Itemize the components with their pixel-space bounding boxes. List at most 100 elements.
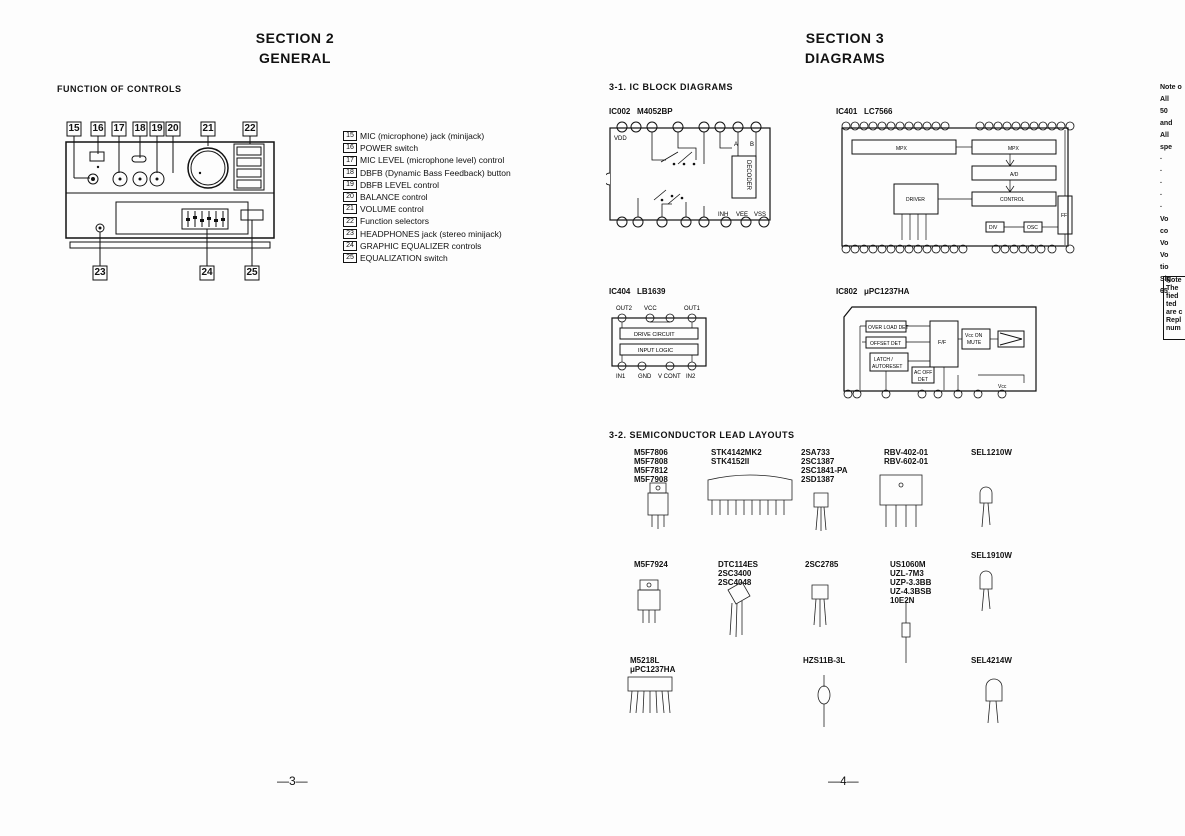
part-name: UZL-7M3	[890, 569, 924, 578]
note-bullet: ·	[1160, 204, 1163, 211]
note-bullet: and	[1160, 120, 1173, 127]
ic401-ff: FF	[1061, 213, 1067, 219]
ic404-out1: OUT1	[684, 306, 701, 312]
ic002-decoder: DECODER	[745, 160, 751, 191]
ic002-b: B	[750, 142, 754, 148]
callout-20: 20	[167, 123, 179, 134]
diode-icon	[901, 601, 911, 663]
legend-text: BALANCE control	[360, 192, 428, 203]
part-name: M5F7812	[634, 466, 668, 475]
legend-num: 16	[343, 143, 357, 154]
part-name: M5F7908	[634, 475, 668, 484]
ic401-title: IC401 LC7566	[836, 107, 893, 116]
ic802-overload: OVER LOAD DET	[868, 325, 909, 331]
part-name: 2SC1841-PA	[801, 466, 848, 475]
to220-regulator-2-icon	[637, 579, 661, 623]
ic002-a: A	[734, 142, 738, 148]
legend-text: DBFB (Dynamic Bass Feedback) button	[360, 167, 511, 178]
ic401-block-diagram: MPX MPX A/D DRIVER CONTROL DIV OSC FF	[841, 121, 1075, 254]
legend-num: 23	[343, 228, 357, 239]
digital-transistor-icon	[727, 581, 751, 638]
part-name: 2SC2785	[805, 560, 839, 569]
note-box-line: fied	[1166, 293, 1179, 300]
legend-num: 20	[343, 192, 357, 203]
callout-15: 15	[68, 123, 80, 134]
ic802-block-diagram: OVER LOAD DET OFFSET DET LATCH / AUTORES…	[843, 306, 1037, 399]
section-2-sub: GENERAL	[259, 50, 331, 66]
part-name: STK4152II	[711, 457, 750, 466]
note-heading: Note o	[1160, 84, 1182, 91]
ic401-ad: A/D	[1010, 172, 1019, 178]
section-3-sub: DIAGRAMS	[804, 50, 886, 66]
legend-text: HEADPHONES jack (stereo minijack)	[360, 228, 502, 239]
ic404-vcont: V CONT	[658, 374, 681, 380]
legend-num: 21	[343, 204, 357, 215]
ic002-vee: VEE	[736, 212, 748, 218]
part-name: M5F7806	[634, 448, 668, 457]
legend-text: EQUALIZATION switch	[360, 253, 448, 264]
note-bullet: tio	[1160, 264, 1169, 271]
callout-25: 25	[246, 267, 258, 278]
part-name: SEL1210W	[971, 448, 1012, 457]
zener-diode-icon	[817, 675, 831, 727]
note-bullet: Vo	[1160, 240, 1169, 247]
ic404-ref: IC404	[609, 287, 631, 296]
note-bullet: ·	[1160, 156, 1163, 163]
legend-num: 18	[343, 167, 357, 178]
ic802-ff: F/F	[938, 340, 947, 346]
panel-callouts: 15 16 17 18 19 20 21 22 23 24 25	[60, 118, 280, 288]
page-number-3: —3—	[277, 774, 308, 788]
note-bullet: spe	[1160, 144, 1173, 151]
part-group-m5f7924: M5F7924	[634, 560, 668, 569]
part-name: STK4142MK2	[711, 448, 762, 457]
ic802-offset: OFFSET DET	[870, 341, 901, 347]
part-name: RBV-402-01	[884, 448, 929, 457]
ic401-control: CONTROL	[1000, 197, 1025, 203]
ic404-drive: DRIVE CIRCUIT	[634, 332, 675, 338]
part-name: RBV-602-01	[884, 457, 929, 466]
callout-22: 22	[244, 123, 256, 134]
callout-23: 23	[94, 267, 106, 278]
ic002-inh: INH	[718, 212, 728, 218]
callout-17: 17	[113, 123, 125, 134]
note-box-line: num	[1166, 325, 1181, 332]
ic401-mpx-right: MPX	[1008, 146, 1020, 152]
legend-num: 15	[343, 131, 357, 142]
ic802-latch2: AUTORESET	[872, 364, 902, 370]
legend-text: DBFB LEVEL control	[360, 179, 440, 190]
part-name: 2SD1387	[801, 475, 835, 484]
note-bullet: ·	[1160, 180, 1163, 187]
note-bullet: Sig	[1160, 276, 1171, 283]
legend-text: POWER switch	[360, 143, 419, 154]
part-name: 10E2N	[890, 596, 915, 605]
lead-layout-sketches	[627, 474, 1003, 727]
part-group-hzs11b: HZS11B-3L	[803, 656, 845, 665]
callout-16: 16	[92, 123, 104, 134]
ic002-title: IC002 M4052BP	[609, 107, 673, 116]
ic404-part: LB1639	[637, 287, 666, 296]
ic002-block-diagram: VDD A B DECODER INH VEE VSS	[606, 121, 771, 228]
ic401-osc: OSC	[1027, 225, 1038, 231]
ic401-div: DIV	[989, 225, 998, 231]
ic802-mute: MUTE	[967, 340, 982, 346]
ic802-ac-off: AC OFF	[914, 370, 932, 376]
function-of-controls-heading: FUNCTION OF CONTROLS	[57, 84, 182, 94]
ic404-block-diagram: OUT2 VCC OUT1 DRIVE CIRCUIT INPUT LOGIC …	[611, 306, 707, 380]
led-2-icon	[979, 570, 993, 612]
ic002-vdd: VDD	[614, 136, 627, 142]
to220-regulator-icon	[647, 482, 669, 529]
legend-num: 19	[343, 179, 357, 190]
sip-module-icon	[707, 474, 793, 515]
ic002-ref: IC002	[609, 107, 631, 116]
ic802-vcc-on: Vcc ON	[965, 333, 983, 339]
note-bullet: ·	[1160, 192, 1163, 199]
